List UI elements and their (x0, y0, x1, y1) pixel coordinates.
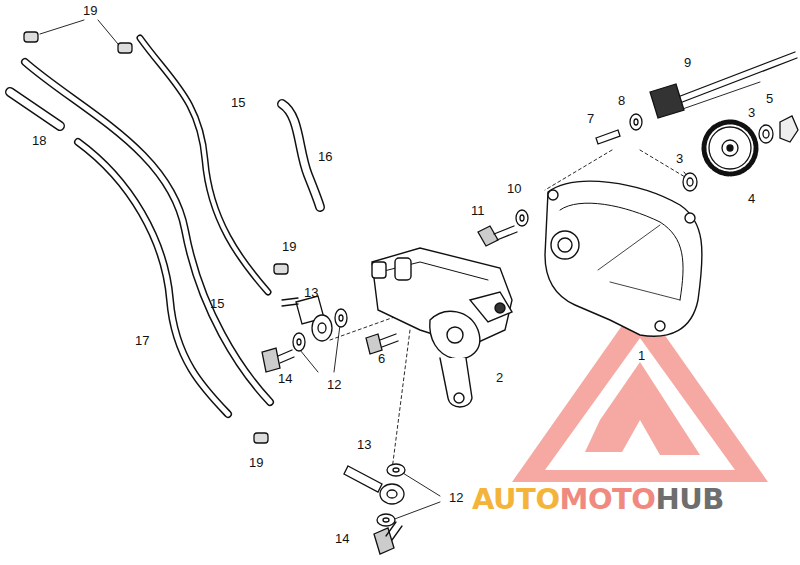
callout-number: 8 (616, 93, 627, 108)
callout-number: 19 (280, 239, 298, 254)
callout-number: 12 (447, 490, 465, 505)
hose-clips (24, 32, 288, 443)
callout-number: 2 (494, 370, 505, 385)
washers (596, 114, 798, 191)
callout-number: 14 (333, 531, 351, 546)
callout-number: 9 (682, 55, 693, 70)
callout-number: 16 (316, 149, 334, 164)
pump-body (372, 248, 512, 407)
watermark-text: MOTO (560, 485, 656, 514)
callout-number: 12 (325, 377, 343, 392)
drive-shaft (650, 52, 797, 118)
callout-number: 19 (247, 455, 265, 470)
watermark-text: AUTO (472, 485, 560, 514)
watermark-text: HUB (656, 485, 724, 514)
callout-number: 15 (208, 296, 226, 311)
callout-number: 1 (636, 348, 647, 363)
callout-number: 4 (746, 191, 757, 206)
gear (704, 122, 756, 174)
leader-lines (40, 20, 760, 520)
banjo-fittings (282, 296, 405, 526)
pump-cover (545, 181, 702, 336)
callout-number: 18 (30, 133, 48, 148)
callout-number: 14 (276, 371, 294, 386)
callout-number: 19 (81, 3, 99, 18)
callout-number: 13 (355, 437, 373, 452)
callout-number: 10 (505, 181, 523, 196)
callout-number: 3 (746, 105, 757, 120)
callout-number: 6 (376, 351, 387, 366)
callout-number: 13 (302, 285, 320, 300)
callout-number: 3 (674, 151, 685, 166)
hoses (10, 38, 320, 414)
callout-number: 17 (133, 333, 151, 348)
callout-number: 5 (764, 91, 775, 106)
callout-number: 15 (229, 95, 247, 110)
callout-number: 11 (469, 203, 487, 218)
callout-number: 7 (585, 111, 596, 126)
